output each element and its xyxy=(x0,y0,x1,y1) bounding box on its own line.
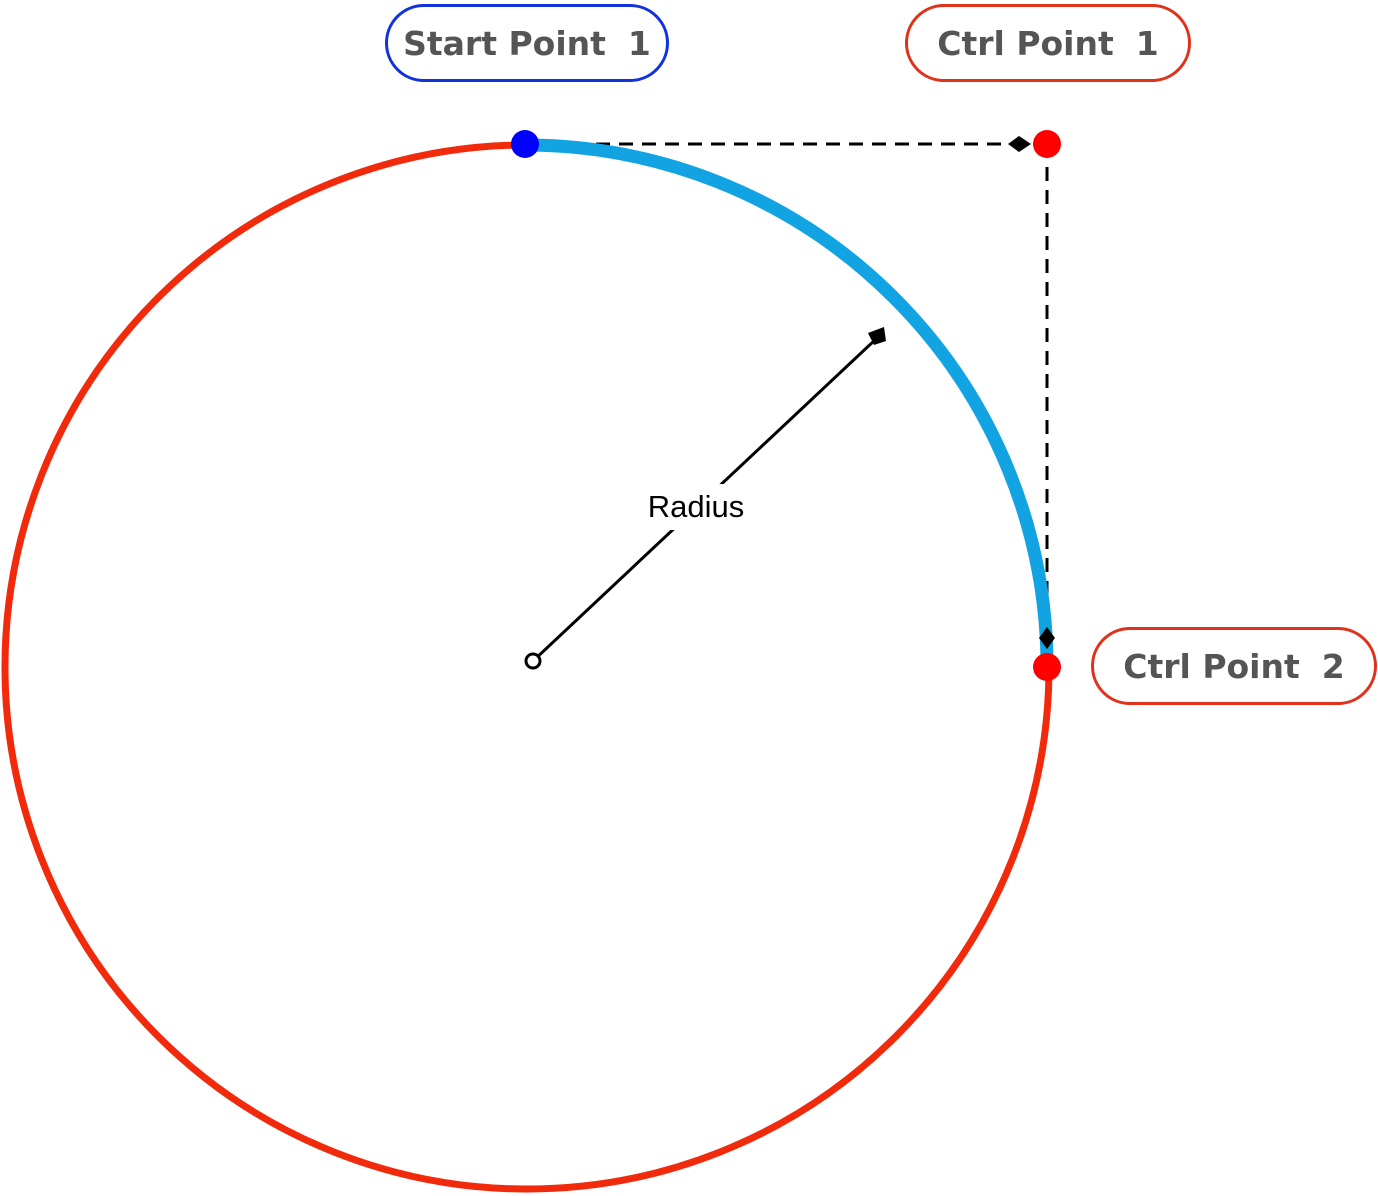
ctrl-point-1-label-text: Ctrl Point xyxy=(937,23,1114,63)
ctrl-point-1-label-number: 1 xyxy=(1135,23,1159,63)
start-point-label-number: 1 xyxy=(627,23,651,63)
ctrl-point-1 xyxy=(1033,130,1061,158)
ctrl-point-1-label: Ctrl Point 1 xyxy=(905,4,1191,82)
diamond-marker-2 xyxy=(1039,627,1055,649)
start-point-label: Start Point 1 xyxy=(385,4,669,82)
arc-segment xyxy=(526,138,1054,661)
ctrl-point-2-label-number: 2 xyxy=(1321,646,1345,686)
diamond-marker-1 xyxy=(1008,136,1031,152)
radius-arrowhead xyxy=(868,327,886,345)
ctrl-point-2 xyxy=(1033,653,1061,681)
start-point xyxy=(511,130,539,158)
ctrl-point-2-label: Ctrl Point 2 xyxy=(1091,627,1377,705)
center-point xyxy=(524,652,542,670)
radius-label: Radius xyxy=(634,484,758,530)
ctrl-point-2-label-text: Ctrl Point xyxy=(1123,646,1300,686)
start-point-label-text: Start Point xyxy=(403,23,606,63)
